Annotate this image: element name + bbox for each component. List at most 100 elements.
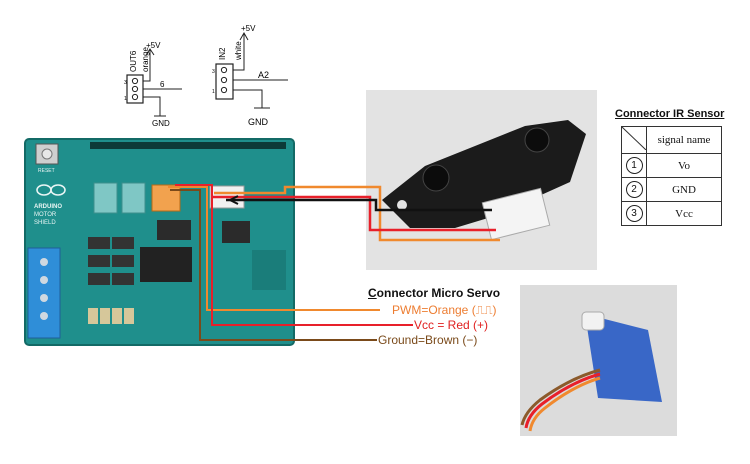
servo-wire-red — [175, 184, 413, 326]
out6-pin-3 — [131, 77, 139, 85]
motor-driver-chip — [140, 247, 192, 282]
ic-chip — [88, 237, 110, 249]
in2-pin-1 — [220, 86, 228, 94]
ir-signal-table: signal name 1 Vo 2 GND 3 Vcc — [621, 126, 722, 226]
out6-wire-color-label: orange — [141, 47, 150, 72]
board-silkscreen-area — [252, 250, 286, 290]
in2-pin-number: 1 — [212, 89, 215, 95]
ir-lens-emitter — [422, 164, 450, 192]
pin-number: 2 — [625, 181, 643, 198]
table-header-row: signal name — [621, 126, 722, 154]
ir-wire-black — [226, 198, 492, 212]
servo-cable-red — [524, 372, 601, 429]
ir-sensor-title: Connector IR Sensor — [615, 108, 725, 120]
shield-pcb — [25, 139, 294, 345]
ir-mount-hole — [397, 200, 407, 210]
screw — [40, 312, 48, 320]
screw — [40, 258, 48, 266]
out6-pin-2 — [131, 85, 139, 93]
servo-wire-brown — [170, 189, 377, 341]
ir-lens-receiver — [524, 127, 550, 153]
in2-wire-color-label: white — [234, 41, 243, 61]
schematic-in2: IN2 white +5V A2 GND 3 1 — [212, 24, 288, 127]
in2-supply-wire — [233, 31, 249, 71]
out6-ground-label: GND — [152, 119, 170, 128]
diagonal-line — [621, 126, 647, 151]
in2-connector-body — [215, 63, 234, 100]
ic-chip — [112, 273, 134, 285]
top-header — [90, 142, 286, 149]
out6-signal-label: 6 — [160, 80, 165, 89]
out6-connector-body — [126, 74, 144, 104]
pin-number: 3 — [625, 205, 643, 222]
out6-pin-1 — [131, 93, 139, 101]
capacitor — [88, 308, 98, 324]
servo-cable-brown — [520, 368, 601, 426]
servo-body — [585, 314, 662, 402]
shield-brand: ARDUINO — [34, 204, 62, 210]
table-corner-cell — [621, 126, 647, 154]
ic-chip — [222, 221, 250, 243]
ir-connector — [481, 187, 551, 241]
ic-chip — [88, 273, 110, 285]
ic-chip — [88, 255, 110, 267]
table-row: 2 GND — [621, 177, 722, 202]
in2-supply-label: +5V — [241, 24, 256, 33]
arduino-motor-shield: RESET ARDUINO MOTOR SHIELD — [24, 138, 295, 346]
capacitor — [124, 308, 134, 324]
servo-title-rest: onnector Micro Servo — [376, 286, 501, 300]
arduino-logo — [36, 184, 66, 196]
in2-ref-label: IN2 — [218, 47, 227, 60]
in2-pin-3 — [220, 66, 228, 74]
pin-number-cell: 1 — [621, 153, 647, 178]
servo-title-initial: C — [368, 286, 377, 300]
signal-name-cell: GND — [646, 177, 722, 202]
in2-pin-number: 3 — [212, 69, 215, 75]
capacitor — [100, 308, 110, 324]
ir-wire-arrow — [227, 195, 239, 205]
in2-ground-label: GND — [248, 117, 269, 127]
ic-chip — [157, 220, 191, 240]
capacitor — [112, 308, 122, 324]
reset-button-cap — [41, 148, 53, 160]
servo-cable-orange — [528, 376, 601, 432]
signal-name-cell: Vcc — [646, 201, 722, 226]
schematic-out6: OUT6 orange +5V 6 GND 3 1 — [124, 41, 182, 128]
servo-wire-orange — [168, 186, 380, 311]
reset-label: RESET — [38, 168, 55, 174]
in2-pin-2 — [220, 76, 228, 84]
shield-line2: SHIELD — [34, 220, 56, 226]
table-row: 1 Vo — [621, 153, 722, 178]
ir-wire-red — [212, 195, 496, 232]
out6-board-connector — [151, 184, 181, 212]
screw — [40, 276, 48, 284]
servo-vcc-label: Vcc = Red (+) — [414, 318, 489, 332]
tinkerkit-connector — [93, 182, 118, 214]
table-row: 3 Vcc — [621, 201, 722, 226]
pin-number-cell: 2 — [621, 177, 647, 202]
in2-signal-label: A2 — [258, 70, 269, 80]
servo-pwm-label: PWM=Orange (⎍⎍) — [392, 303, 497, 317]
ic-chip — [112, 237, 134, 249]
out6-pin-number: 3 — [124, 80, 127, 86]
ic-chip — [112, 255, 134, 267]
screw — [40, 294, 48, 302]
tinkerkit-connector — [121, 182, 146, 214]
signal-name-header: signal name — [646, 126, 722, 154]
pin-number: 1 — [625, 157, 643, 174]
wires — [168, 184, 500, 341]
out6-ref-label: OUT6 — [129, 50, 138, 72]
out6-supply-label: +5V — [146, 41, 161, 50]
servo-ground-label: Ground=Brown (−) — [378, 333, 478, 347]
micro-servo-photo — [520, 285, 677, 436]
servo-horn — [581, 311, 605, 331]
ir-wire-orange — [214, 185, 500, 242]
shield-pcb-edge — [24, 138, 295, 346]
signal-name-cell: Vo — [646, 153, 722, 178]
shield-line1: MOTOR — [34, 212, 57, 218]
pin-number-cell: 3 — [621, 201, 647, 226]
out6-ground-wire — [143, 96, 166, 117]
servo-title: Connector Micro Servo — [368, 286, 500, 300]
